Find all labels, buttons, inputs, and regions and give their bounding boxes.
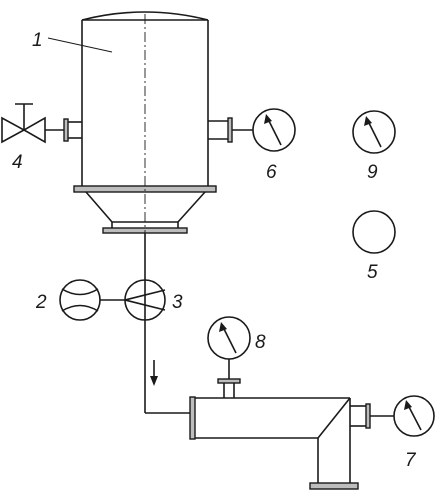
pump-icon	[124, 279, 166, 321]
vessel	[73, 11, 217, 234]
label-gauge-pipe: 7	[405, 450, 417, 471]
label-vessel: 1	[32, 30, 43, 51]
label-valve: 4	[12, 152, 23, 173]
label-gauge-vessel: 6	[266, 162, 277, 183]
label-pump: 3	[172, 292, 183, 313]
horizontal-vessel	[189, 396, 359, 490]
pressure-gauge-icon	[252, 108, 296, 152]
pipe-gauge-assembly	[350, 395, 435, 437]
vessel-leader	[47, 37, 113, 53]
label-gauge-riser: 8	[255, 332, 266, 353]
label-flow-meter: 2	[35, 292, 47, 313]
riser-gauge-assembly	[207, 316, 251, 398]
label-indicator: 5	[367, 262, 378, 283]
vessel-gauge-assembly	[208, 108, 296, 152]
flow-meter-icon	[59, 279, 125, 321]
valve-assembly	[1, 103, 82, 144]
standalone-gauge-icon	[352, 110, 396, 154]
valve-icon	[1, 103, 46, 144]
indicator-circle	[352, 210, 396, 254]
pipe-gauge-icon	[393, 395, 435, 437]
riser-gauge-icon	[207, 316, 251, 360]
label-gauge-standalone: 9	[367, 162, 378, 183]
flow-arrow-icon	[150, 360, 158, 386]
